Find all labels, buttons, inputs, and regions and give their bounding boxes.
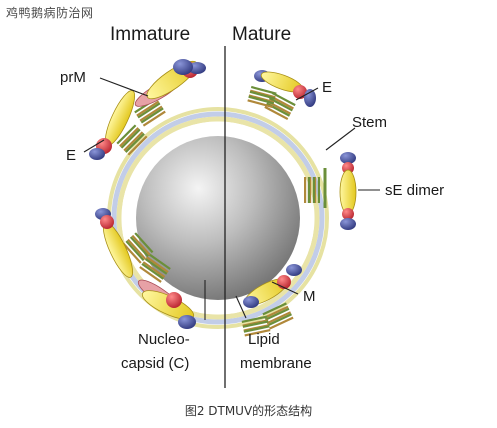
- figure-caption: 图2 DTMUV的形态结构: [184, 404, 313, 418]
- label-m: M: [303, 288, 316, 305]
- label-nucleocapsid-line2: capsid (C): [121, 355, 189, 372]
- mature-spike-bottom: [243, 264, 302, 308]
- immature-spike-bottom: [95, 208, 196, 329]
- label-e-left: E: [66, 147, 76, 164]
- label-e-right: E: [322, 79, 332, 96]
- heading-mature: Mature: [232, 24, 291, 45]
- se-dimer: [323, 152, 357, 230]
- heading-immature: Immature: [110, 24, 190, 45]
- leader-lines: [83, 77, 380, 320]
- label-lipid-line1: Lipid: [248, 331, 280, 348]
- label-se-dimer: sE dimer: [385, 182, 444, 199]
- nucleocapsid-core: [136, 136, 300, 300]
- mature-spike-top: [173, 59, 316, 107]
- lipid-membrane: [107, 107, 329, 329]
- label-nucleocapsid-line1: Nucleo-: [138, 331, 190, 348]
- label-prm: prM: [60, 69, 86, 86]
- watermark-text: 鸡鸭鹅病防治网: [6, 6, 94, 20]
- label-stem: Stem: [352, 114, 387, 131]
- label-lipid-line2: membrane: [240, 355, 312, 372]
